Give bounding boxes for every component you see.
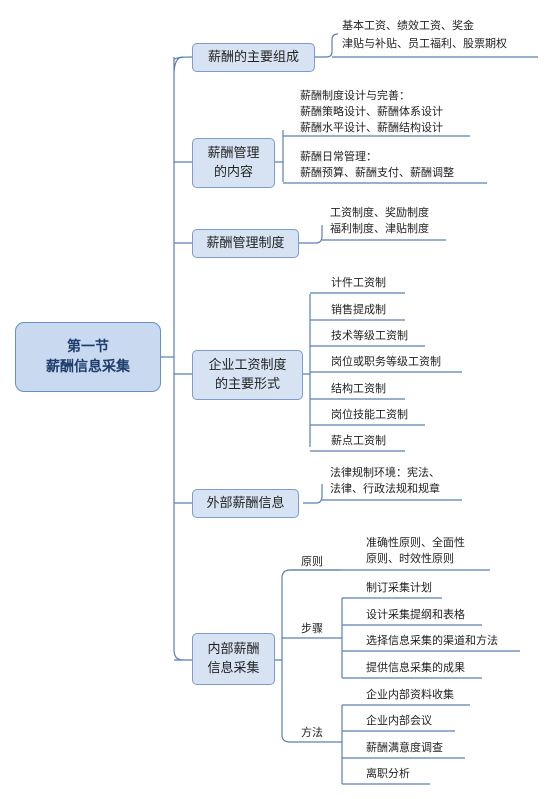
topic-system-label: 薪酬管理制度 (206, 236, 285, 251)
principle-line-2: 原则、时效性原则 (366, 552, 454, 565)
topic-wage-forms[interactable]: 企业工资制度 的主要形式 (192, 350, 303, 400)
design-line-3: 薪酬水平设计、薪酬结构设计 (300, 121, 443, 134)
connector-composition (173, 56, 193, 61)
topic-management-label-2: 的内容 (213, 165, 253, 180)
wage-form-item: 岗位技能工资制 (331, 408, 408, 421)
connector-management-bracket (275, 130, 284, 182)
design-line-1: 薪酬制度设计与完善： (300, 89, 410, 102)
step-item: 提供信息采集的成果 (366, 661, 465, 674)
subtopic-steps: 步骤 (301, 622, 323, 635)
method-item: 企业内部资料收集 (366, 688, 454, 701)
root-node[interactable]: 第一节 薪酬信息采集 (15, 322, 161, 392)
external-line-2: 法律、行政法规和规章 (330, 482, 440, 495)
subtopic-methods: 方法 (301, 726, 323, 739)
connector-external-leaf (303, 484, 323, 504)
topic-internal-label-2: 信息采集 (207, 661, 260, 676)
method-item: 薪酬满意度调查 (366, 741, 443, 754)
topic-external[interactable]: 外部薪酬信息 (192, 489, 299, 518)
topic-composition-label: 薪酬的主要组成 (207, 50, 299, 65)
subtopic-principle: 原则 (301, 555, 323, 568)
topic-wage-forms-label-2: 的主要形式 (214, 377, 280, 392)
topic-internal[interactable]: 内部薪酬 信息采集 (192, 633, 275, 685)
topic-composition[interactable]: 薪酬的主要组成 (192, 43, 315, 72)
root-title-line2: 薪酬信息采集 (46, 359, 130, 375)
wage-form-item: 结构工资制 (331, 382, 386, 395)
method-item: 离职分析 (366, 767, 410, 780)
topic-external-label: 外部薪酬信息 (206, 496, 285, 511)
system-line-1: 工资制度、奖励制度 (330, 206, 429, 219)
step-item: 选择信息采集的渠道和方法 (366, 634, 498, 647)
method-item: 企业内部会议 (366, 714, 432, 727)
connector-system-leaf (299, 225, 323, 244)
wage-form-item: 技术等级工资制 (331, 329, 408, 342)
topic-management-content[interactable]: 薪酬管理 的内容 (192, 138, 275, 188)
connector-spine (173, 56, 184, 661)
root-title-line1: 第一节 (67, 339, 109, 355)
wage-form-item: 岗位或职务等级工资制 (331, 355, 441, 368)
wage-form-item: 计件工资制 (331, 276, 386, 289)
wage-form-item: 销售提成制 (331, 303, 386, 316)
wage-form-item: 薪点工资制 (331, 434, 386, 447)
design-line-2: 薪酬策略设计、薪酬体系设计 (300, 105, 443, 118)
topic-system[interactable]: 薪酬管理制度 (192, 229, 299, 258)
step-item: 制订采集计划 (366, 581, 432, 594)
composition-line-1: 基本工资、绩效工资、奖金 (342, 19, 474, 32)
daily-line-1: 薪酬日常管理： (300, 150, 377, 163)
principle-line-1: 准确性原则、全面性 (366, 536, 465, 549)
external-line-1: 法律规制环境：宪法、 (330, 466, 440, 479)
daily-line-2: 薪酬预算、薪酬支付、薪酬调整 (300, 166, 454, 179)
connector-composition-leaf (315, 33, 339, 58)
step-item: 设计采集提纲和表格 (366, 608, 465, 621)
topic-wage-forms-label-1: 企业工资制度 (208, 358, 287, 373)
connector-wage-forms-bracket (303, 294, 311, 447)
system-line-2: 福利制度、津贴制度 (330, 222, 429, 235)
topic-management-label-1: 薪酬管理 (207, 146, 260, 161)
topic-internal-label-1: 内部薪酬 (207, 642, 260, 657)
composition-line-2: 津贴与补贴、员工福利、股票期权 (342, 37, 507, 50)
connector-internal-bracket (275, 569, 342, 743)
